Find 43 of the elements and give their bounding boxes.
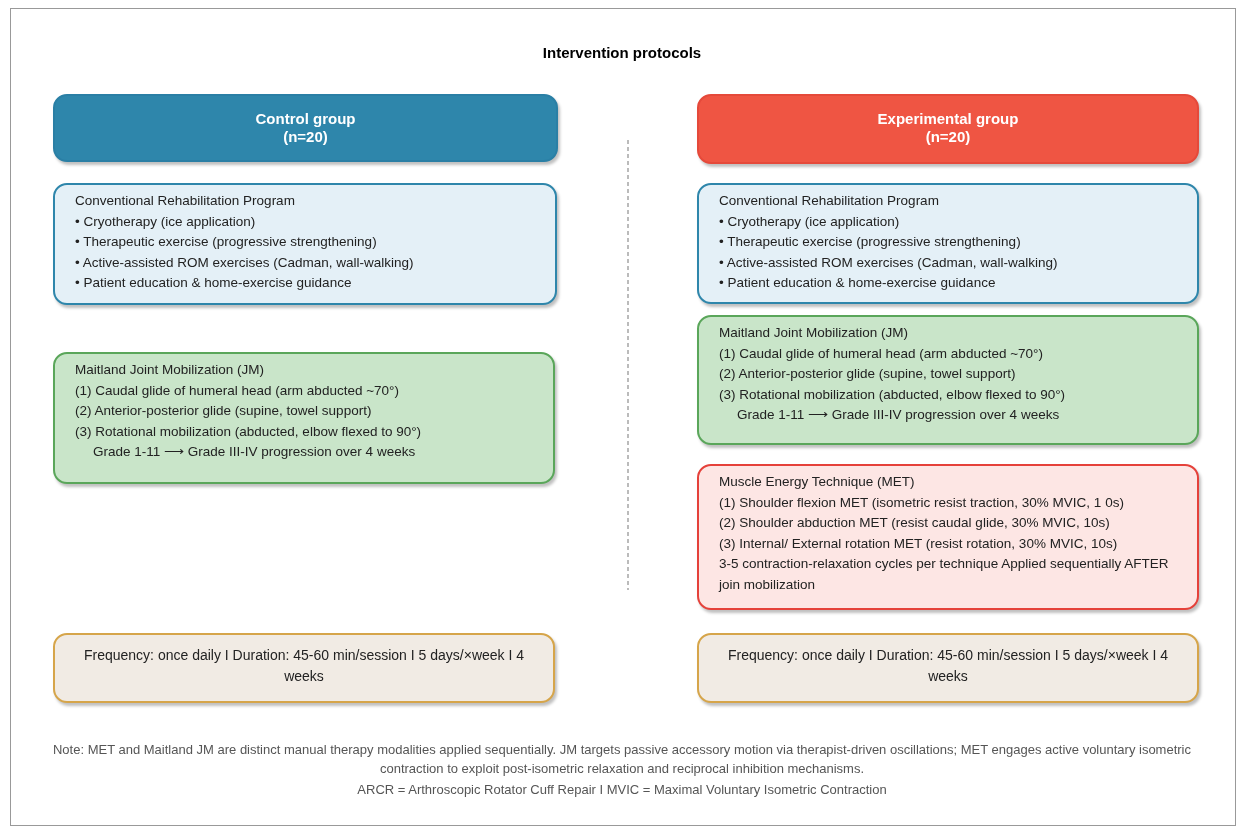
box-text: • Patient education & home-exercise guidance: [719, 274, 997, 292]
box-text: (2) Shoulder abduction MET (resist caudal glide, 30% MVIC, 10s): [719, 514, 1111, 532]
header-text: Experimental group: [876, 110, 1020, 128]
program-box: [697, 183, 1199, 304]
box-text: • Active-assisted ROM exercises (Cadman, wall-walking): [719, 253, 1059, 272]
box-heading: Conventional Rehabilitation Program: [75, 192, 296, 210]
mobilization-box: [53, 352, 555, 484]
box-text: • Therapeutic exercise (progressive strengthening): [719, 233, 1022, 251]
box-text: (3) Internal/ External rotation MET (resist rotation, 30% MVIC, 10s): [719, 534, 1119, 553]
box-text: (3) Rotational mobilization (abducted, elbow flexed to 90°): [719, 385, 1067, 404]
box-text: • Therapeutic exercise (progressive strengthening): [75, 233, 378, 251]
footnote-text: ARCR = Arthroscopic Rotator Cuff Repair I MVIC = Maximal Voluntary Isometric Contraction: [356, 781, 888, 799]
header-text: (n=20): [924, 128, 972, 146]
header-card: [697, 94, 1199, 164]
diagram-title: Intervention protocols: [541, 44, 703, 61]
box-text: Grade 1-11 ⟶ Grade III-IV progression over 4 weeks: [736, 406, 1061, 424]
box-heading: Maitland Joint Mobilization (JM): [719, 324, 910, 342]
box-text: (1) Shoulder flexion MET (isometric resist traction, 30% MVIC, 1 0s): [719, 493, 1125, 512]
program-box: [53, 183, 557, 305]
box-text: (1) Caudal glide of humeral head (arm abducted ~70°): [75, 381, 400, 400]
box-text: • Active-assisted ROM exercises (Cadman, wall-walking): [75, 253, 415, 272]
box-text: Frequency: once daily I Duration: 45-60 min/session I 5 days/×week I 4 weeks: [82, 646, 526, 686]
box-heading: Maitland Joint Mobilization (JM): [75, 361, 266, 379]
box-text: • Cryotherapy (ice application): [75, 212, 257, 231]
box-text: (3) Rotational mobilization (abducted, elbow flexed to 90°): [75, 422, 423, 441]
box-text: 3-5 contraction-relaxation cycles per technique Applied sequentially AFTER join mobilization: [719, 555, 1170, 594]
box-text: Grade 1-11 ⟶ Grade III-IV progression over 4 weeks: [92, 443, 417, 461]
header-card: [53, 94, 558, 162]
technique-box: [697, 464, 1199, 610]
box-text: Frequency: once daily I Duration: 45-60 min/session I 5 days/×week I 4 weeks: [726, 646, 1170, 686]
schedule-box: [697, 633, 1199, 703]
footnote-text: Note: MET and Maitland JM are distinct manual therapy modalities applied sequentially. JM targets passive accessory motion via therapist-driven oscillations; MET engages active voluntary isometric contraction to exploit post-isometric relaxation and reciprocal inhibition mechanisms.: [52, 741, 1192, 778]
schedule-box: [53, 633, 555, 703]
box-text: • Cryotherapy (ice application): [719, 212, 901, 231]
box-text: (1) Caudal glide of humeral head (arm abducted ~70°): [719, 344, 1044, 363]
header-text: Control group: [254, 110, 357, 128]
mobilization-box: [697, 315, 1199, 445]
box-heading: Conventional Rehabilitation Program: [719, 192, 940, 210]
box-text: (2) Anterior-posterior glide (supine, towel support): [75, 402, 373, 420]
box-text: • Patient education & home-exercise guidance: [75, 274, 353, 292]
header-text: (n=20): [282, 128, 329, 146]
box-heading: Muscle Energy Technique (MET): [719, 473, 916, 491]
box-text: (2) Anterior-posterior glide (supine, towel support): [719, 365, 1017, 383]
